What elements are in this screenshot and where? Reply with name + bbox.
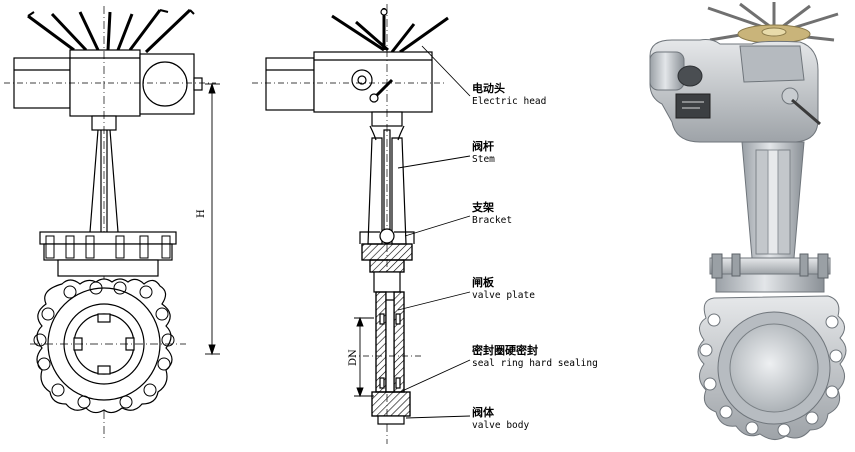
- handwheel-side: [331, 8, 449, 54]
- valve-plate-label-en: valve plate: [472, 290, 535, 301]
- leader-lines: [397, 45, 471, 419]
- bracket-label-cn: 支架: [471, 200, 494, 214]
- seal-ring-label-cn: 密封圈硬密封: [472, 343, 538, 357]
- product-illustration: [649, 2, 847, 440]
- section-view: [252, 4, 471, 444]
- height-dimension-label: H: [196, 209, 207, 218]
- bracket-label-en: Bracket: [472, 215, 512, 226]
- seal-ring-label-en: seal ring hard sealing: [472, 358, 598, 369]
- valve-body-label-cn: 阀体: [472, 405, 495, 419]
- callout-labels: 电动头 Electric head 阀杆 Stem 支架 Bracket 闸板 …: [471, 81, 598, 431]
- stem-label-en: Stem: [472, 154, 495, 165]
- front-body: [30, 278, 186, 414]
- electric-head-label-cn: 电动头: [472, 81, 505, 95]
- stem-label-cn: 阀杆: [472, 139, 494, 153]
- electric-head-label-en: Electric head: [472, 96, 546, 107]
- dn-dimension-label: DN: [348, 349, 359, 366]
- valve-plate-label-cn: 闸板: [472, 275, 495, 289]
- height-dimension: [205, 82, 220, 356]
- dn-dimension: [354, 316, 374, 398]
- handwheel-front: [27, 8, 195, 54]
- front-view: [4, 6, 220, 440]
- valve-body-label-en: valve body: [472, 420, 529, 431]
